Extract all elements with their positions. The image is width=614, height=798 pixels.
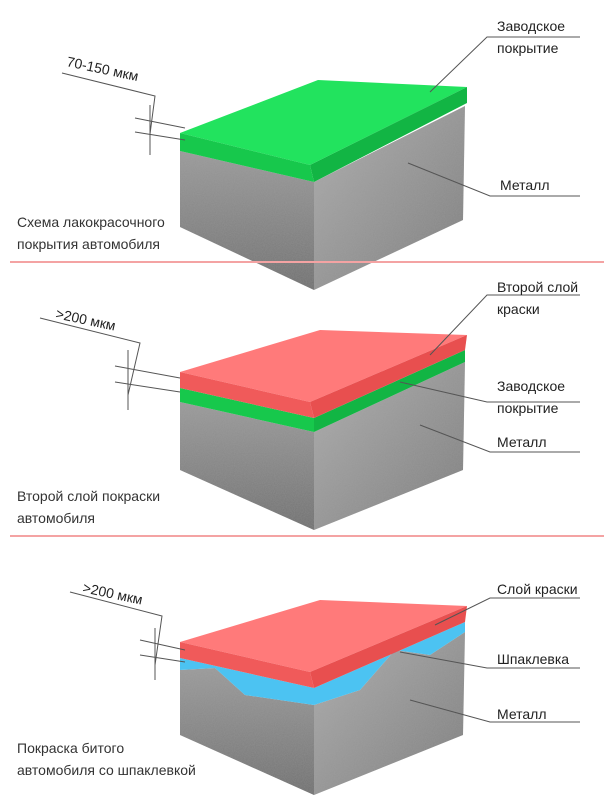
paint-layer xyxy=(180,600,467,688)
label-factory-coat-1: Заводское xyxy=(497,18,565,34)
label-metal: Металл xyxy=(497,706,547,722)
panel-second-coat: >200 мкм Второй слой краски Заводское по… xyxy=(17,279,580,530)
factory-coat-layer xyxy=(180,350,465,432)
caption-line-2: покрытия автомобиля xyxy=(17,236,160,252)
label-metal: Металл xyxy=(497,434,547,450)
caption-line-1: Покраска битого xyxy=(17,740,124,756)
panel-factory-coating: 70-150 мкм Заводское покрытие Металл Схе… xyxy=(17,18,580,290)
label-second-coat-1: Второй слой xyxy=(497,279,578,295)
caption-line-2: автомобиля xyxy=(17,510,95,526)
label-factory-coat-1: Заводское xyxy=(497,378,565,394)
thickness-label: 70-150 мкм xyxy=(65,53,140,84)
caption-line-1: Второй слой покраски xyxy=(17,488,160,504)
label-metal: Металл xyxy=(500,177,550,193)
thickness-dimension: 70-150 мкм xyxy=(61,53,186,155)
label-second-coat-2: краски xyxy=(497,301,540,317)
label-factory-coat-2: покрытие xyxy=(497,40,559,56)
label-factory-coat-2: покрытие xyxy=(497,400,559,416)
putty-layer xyxy=(180,622,465,705)
label-putty: Шпаклевка xyxy=(497,651,569,667)
label-paint-layer: Слой краски xyxy=(497,581,578,597)
caption-line-2: автомобиля со шпаклевкой xyxy=(17,762,196,778)
metal-block xyxy=(180,106,465,290)
caption-line-1: Схема лакокрасочного xyxy=(17,214,165,230)
factory-coat-layer xyxy=(180,80,467,182)
panel-putty: >200 мкм Слой краски Шпаклевка Металл По… xyxy=(17,579,580,795)
second-coat-layer xyxy=(180,330,467,418)
